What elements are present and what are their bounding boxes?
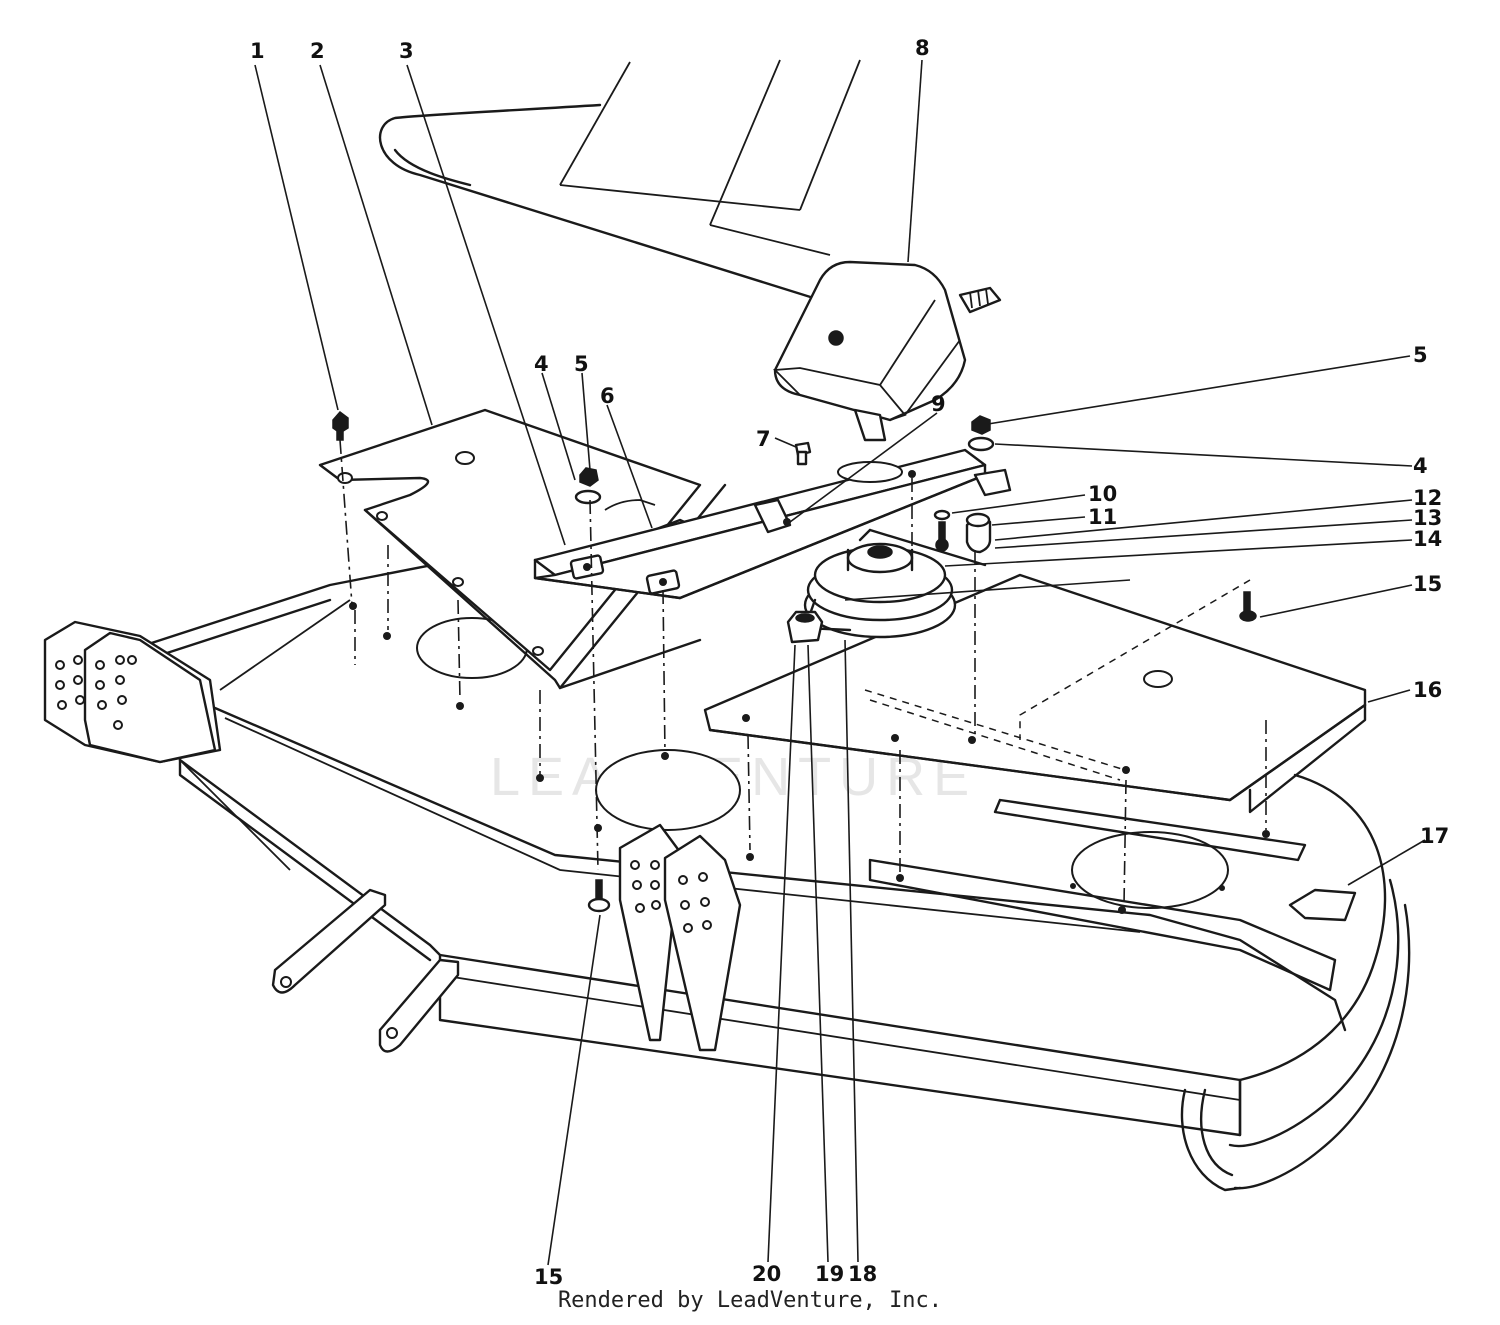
mower-deck-housing	[128, 538, 1411, 1192]
front-stabilizer-arms	[179, 759, 460, 1053]
callout-numbers: 1 2 3 4 5 6 7 8 9 5 4 10 11 12 13 14 15 …	[250, 36, 1449, 1289]
callout-19: 19	[815, 1262, 844, 1286]
right-cover-plate	[703, 573, 1367, 814]
callout-20: 20	[752, 1262, 781, 1286]
callout-15-right: 15	[1413, 572, 1442, 596]
left-hanger-bracket	[43, 620, 222, 764]
callout-17: 17	[1420, 824, 1449, 848]
assembly-centerlines	[339, 439, 1267, 906]
gearbox	[772, 260, 1002, 442]
callout-14: 14	[1413, 527, 1442, 551]
callout-16: 16	[1413, 678, 1442, 702]
callout-11: 11	[1088, 505, 1117, 529]
callout-2: 2	[310, 39, 325, 63]
callout-6: 6	[600, 384, 615, 408]
callout-10: 10	[1088, 482, 1117, 506]
callout-4-left: 4	[534, 352, 549, 376]
callout-5-left: 5	[574, 352, 589, 376]
callout-leader-lines	[254, 59, 1426, 1266]
callout-13: 13	[1413, 506, 1442, 530]
callout-4-right: 4	[1413, 454, 1428, 478]
gearbox-mount-bracket	[533, 448, 1012, 600]
callout-9: 9	[931, 392, 946, 416]
callout-1: 1	[250, 39, 265, 63]
footer-credit: Rendered by LeadVenture, Inc.	[558, 1288, 942, 1313]
callout-3: 3	[399, 39, 414, 63]
front-hanger-bracket	[618, 823, 742, 1052]
pulley-assembly	[786, 542, 957, 644]
callout-18: 18	[848, 1262, 877, 1286]
callout-8: 8	[915, 36, 930, 60]
seat-pan	[378, 59, 861, 302]
hardware-fasteners	[332, 410, 1257, 913]
callout-5-right: 5	[1413, 343, 1428, 367]
callout-7: 7	[756, 427, 771, 451]
callout-15-bottom: 15	[534, 1265, 563, 1289]
callout-12: 12	[1413, 486, 1442, 510]
